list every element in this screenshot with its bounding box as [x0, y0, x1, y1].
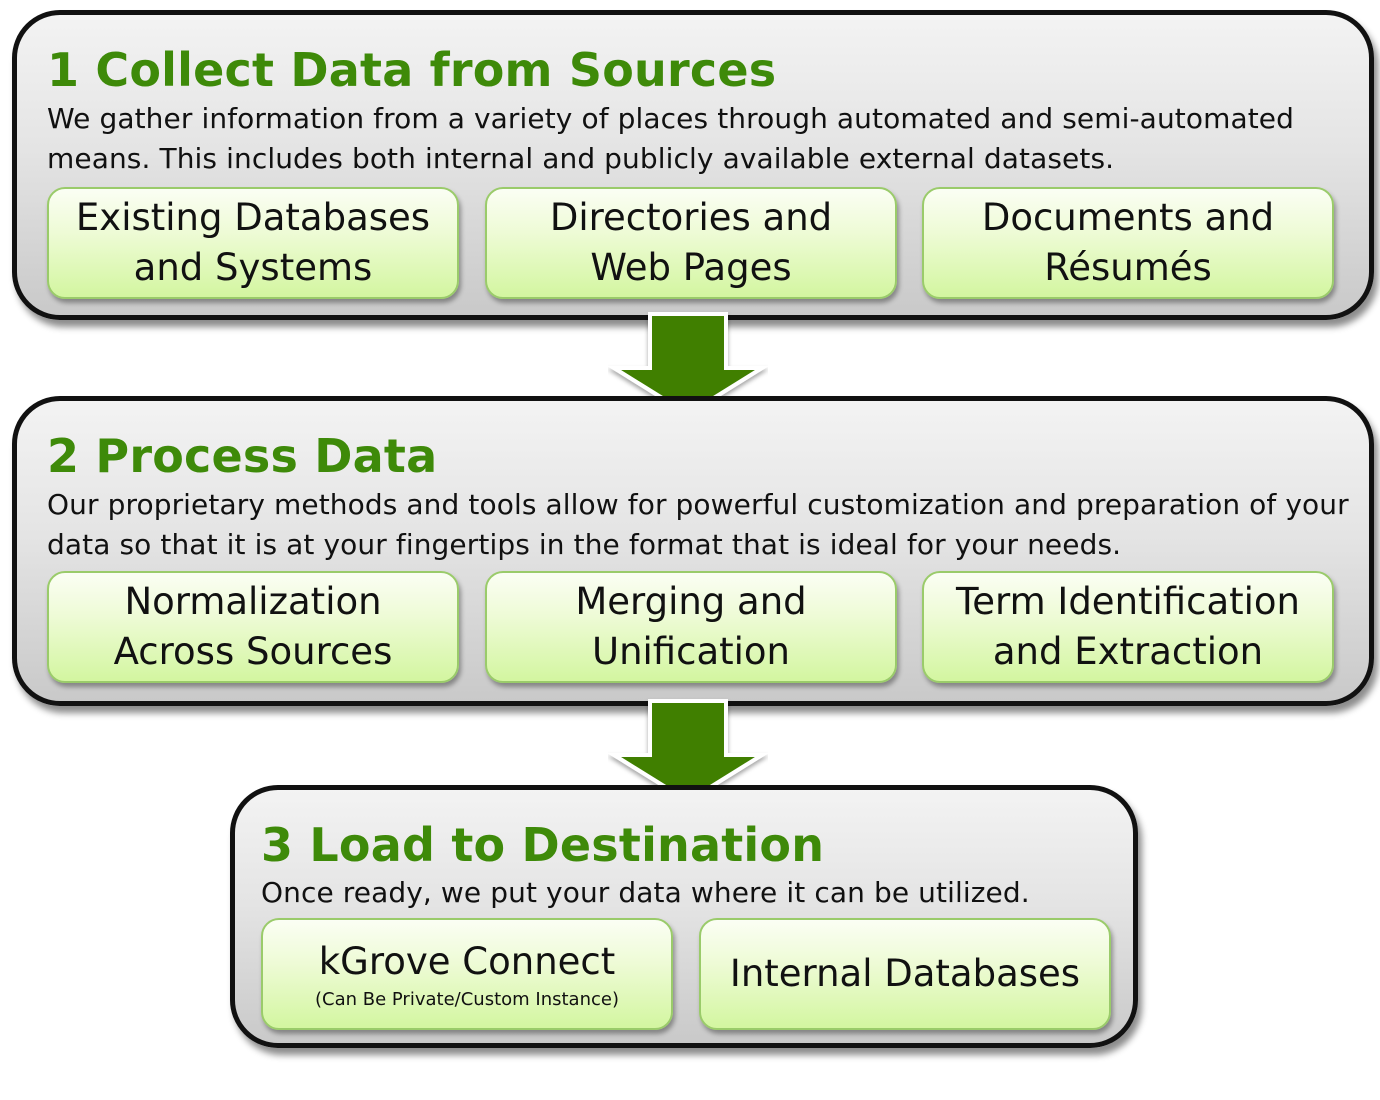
box-normalization: Normalization Across Sources: [47, 571, 459, 683]
down-arrow-icon: [608, 699, 768, 804]
step-1-panel: 1 Collect Data from Sources We gather in…: [12, 10, 1374, 320]
step-3-description: Once ready, we put your data where it ca…: [261, 876, 1030, 909]
box-label: Normalization Across Sources: [113, 580, 393, 673]
box-label: Term Identification and Extraction: [955, 580, 1301, 673]
box-kgrove-connect: kGrove Connect (Can Be Private/Custom In…: [261, 918, 673, 1030]
box-term-identification: Term Identification and Extraction: [922, 571, 1334, 683]
step-2-panel: 2 Process Data Our proprietary methods a…: [12, 396, 1374, 706]
box-label: Documents and Résumés: [981, 196, 1275, 289]
box-documents-resumes: Documents and Résumés: [922, 187, 1334, 299]
step-1-description: We gather information from a variety of …: [47, 102, 1295, 175]
box-directories-web-pages: Directories and Web Pages: [485, 187, 897, 299]
step-2-title: 2 Process Data: [47, 429, 438, 483]
box-label: Existing Databases and Systems: [75, 196, 431, 289]
box-label: kGrove Connect: [318, 940, 616, 983]
box-merging-unification: Merging and Unification: [485, 571, 897, 683]
box-label: Internal Databases: [729, 952, 1081, 995]
box-sublabel: (Can Be Private/Custom Instance): [315, 989, 619, 1010]
step-3-panel: 3 Load to Destination Once ready, we put…: [230, 785, 1138, 1048]
box-internal-databases: Internal Databases: [699, 918, 1111, 1030]
down-arrow-icon: [608, 312, 768, 417]
box-existing-databases: Existing Databases and Systems: [47, 187, 459, 299]
step-1-title: 1 Collect Data from Sources: [47, 43, 777, 97]
box-label: Directories and Web Pages: [549, 196, 833, 289]
box-label: Merging and Unification: [575, 580, 807, 673]
step-2-description: Our proprietary methods and tools allow …: [47, 488, 1349, 561]
step-3-title: 3 Load to Destination: [261, 818, 825, 872]
